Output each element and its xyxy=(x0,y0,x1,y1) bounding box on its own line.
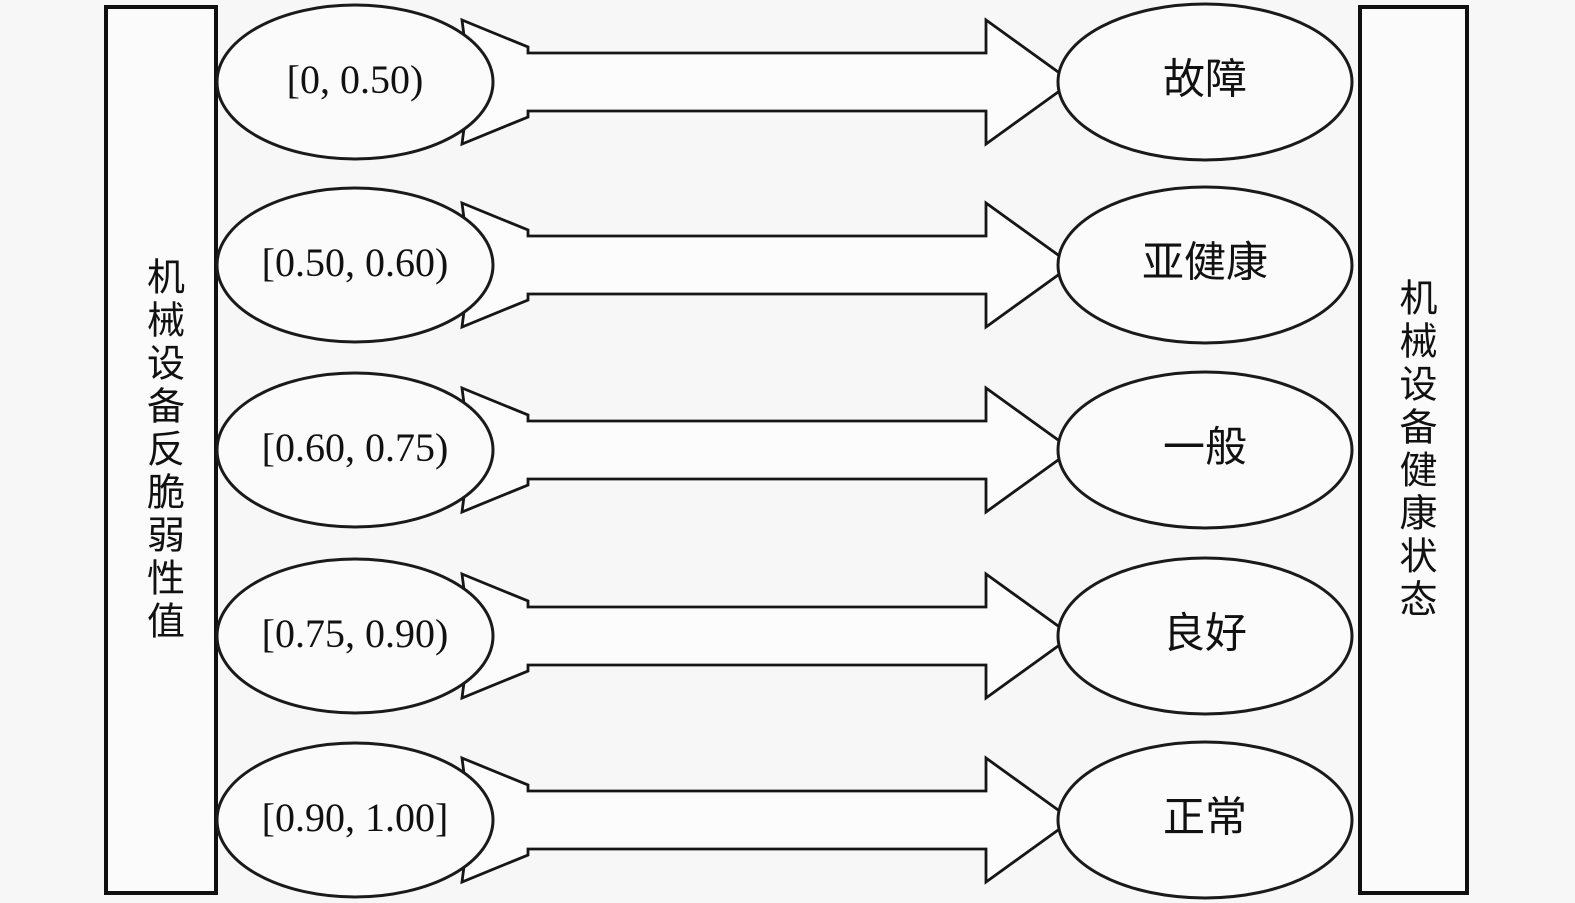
range-label: [0.60, 0.75) xyxy=(262,425,449,470)
state-label: 正常 xyxy=(1163,796,1247,842)
right-axis-box xyxy=(1358,5,1469,895)
mapping-row: [0.50, 0.60) 亚健康 xyxy=(215,185,1354,345)
mapping-arrow xyxy=(460,755,1075,885)
mapping-row: [0.60, 0.75) 一般 xyxy=(215,370,1354,530)
state-ellipse xyxy=(1056,370,1354,530)
left-axis-label: 机械设备反脆弱性值 xyxy=(140,256,183,644)
state-ellipse xyxy=(1056,740,1354,900)
range-ellipse xyxy=(215,186,495,344)
range-ellipse xyxy=(215,557,495,715)
range-ellipse xyxy=(215,741,495,899)
mapping-arrow xyxy=(460,385,1075,515)
mapping-rows: [0, 0.50) 故障 [0.50, 0.60) 亚健康 [0.60, 0.75) 一般… xyxy=(215,2,1354,900)
state-label: 亚健康 xyxy=(1142,240,1268,287)
state-ellipse xyxy=(1056,185,1354,345)
mapping-row: [0, 0.50) 故障 xyxy=(215,2,1354,162)
range-label: [0, 0.50) xyxy=(287,57,424,102)
mapping-row: [0.90, 1.00] 正常 xyxy=(215,740,1354,900)
mapping-arrow xyxy=(460,200,1075,330)
right-axis-label: 机械设备健康状态 xyxy=(1393,278,1436,622)
mapping-row: [0.75, 0.90) 良好 xyxy=(215,556,1354,716)
state-label: 良好 xyxy=(1163,611,1247,658)
state-label: 故障 xyxy=(1163,58,1247,104)
mapping-arrow xyxy=(460,17,1075,147)
range-label: [0.90, 1.00] xyxy=(262,795,449,840)
range-label: [0.50, 0.60) xyxy=(262,240,449,285)
state-ellipse xyxy=(1056,556,1354,716)
mapping-arrow xyxy=(460,571,1075,701)
range-ellipse xyxy=(215,371,495,529)
state-label: 一般 xyxy=(1163,426,1247,472)
state-ellipse xyxy=(1056,2,1354,162)
range-label: [0.75, 0.90) xyxy=(262,611,449,656)
left-axis-box xyxy=(104,5,218,895)
range-ellipse xyxy=(215,3,495,161)
